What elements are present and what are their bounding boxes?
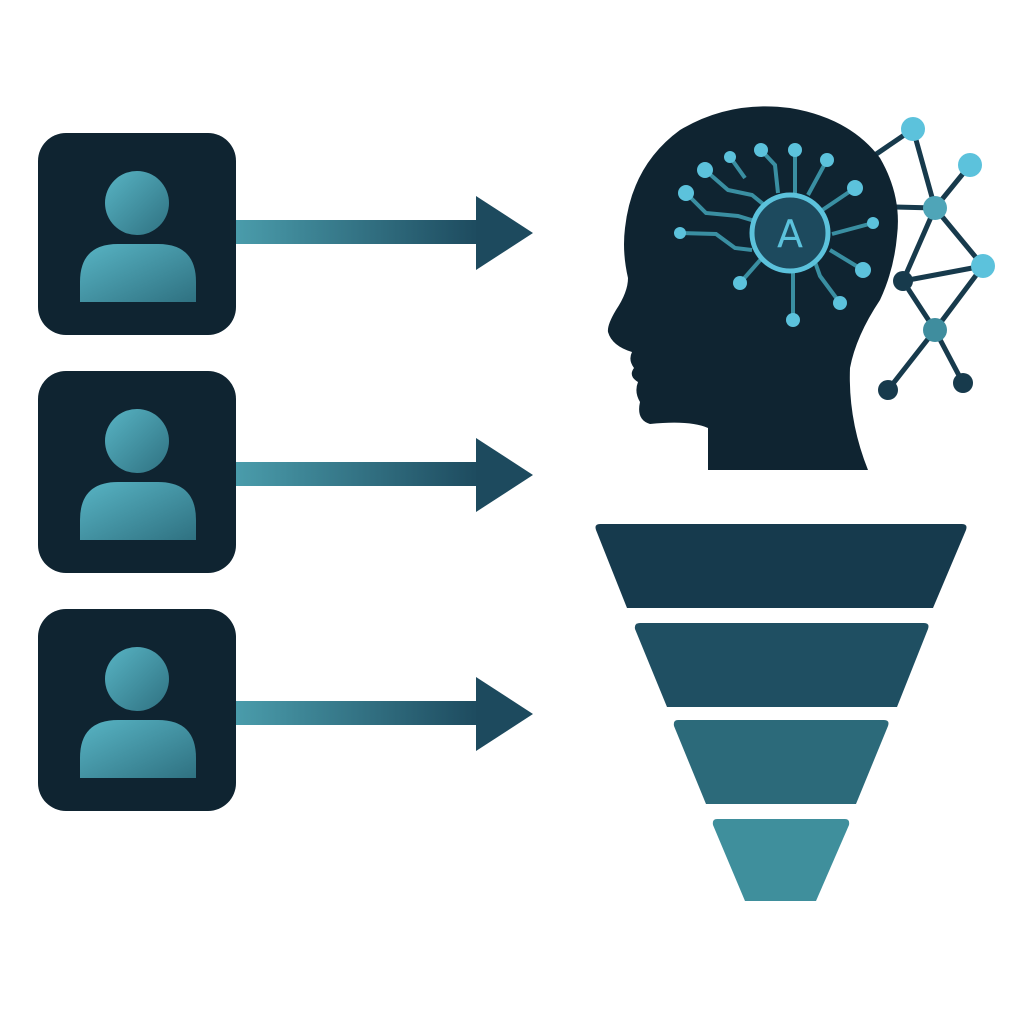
user-card-3 bbox=[38, 609, 236, 811]
brain-circuit-nodes bbox=[674, 143, 879, 327]
arrow-1 bbox=[236, 196, 533, 270]
ai-badge: A bbox=[749, 192, 831, 274]
funnel-level-2 bbox=[634, 623, 929, 707]
user-body-icon bbox=[80, 244, 196, 302]
user-body-icon bbox=[80, 720, 196, 778]
funnel-level-4 bbox=[712, 819, 850, 901]
user-head-icon bbox=[105, 409, 169, 473]
funnel-level-3 bbox=[673, 720, 889, 804]
user-card-2 bbox=[38, 371, 236, 573]
user-card-1 bbox=[38, 133, 236, 335]
user-head-icon bbox=[105, 171, 169, 235]
funnel bbox=[595, 524, 967, 901]
arrow-3 bbox=[236, 677, 533, 751]
network-nodes bbox=[878, 117, 995, 400]
head-silhouette bbox=[607, 106, 898, 470]
user-body-icon bbox=[80, 482, 196, 540]
arrow-2 bbox=[236, 438, 533, 512]
ai-badge-letter: A bbox=[777, 212, 803, 256]
funnel-level-1 bbox=[595, 524, 967, 608]
user-head-icon bbox=[105, 647, 169, 711]
